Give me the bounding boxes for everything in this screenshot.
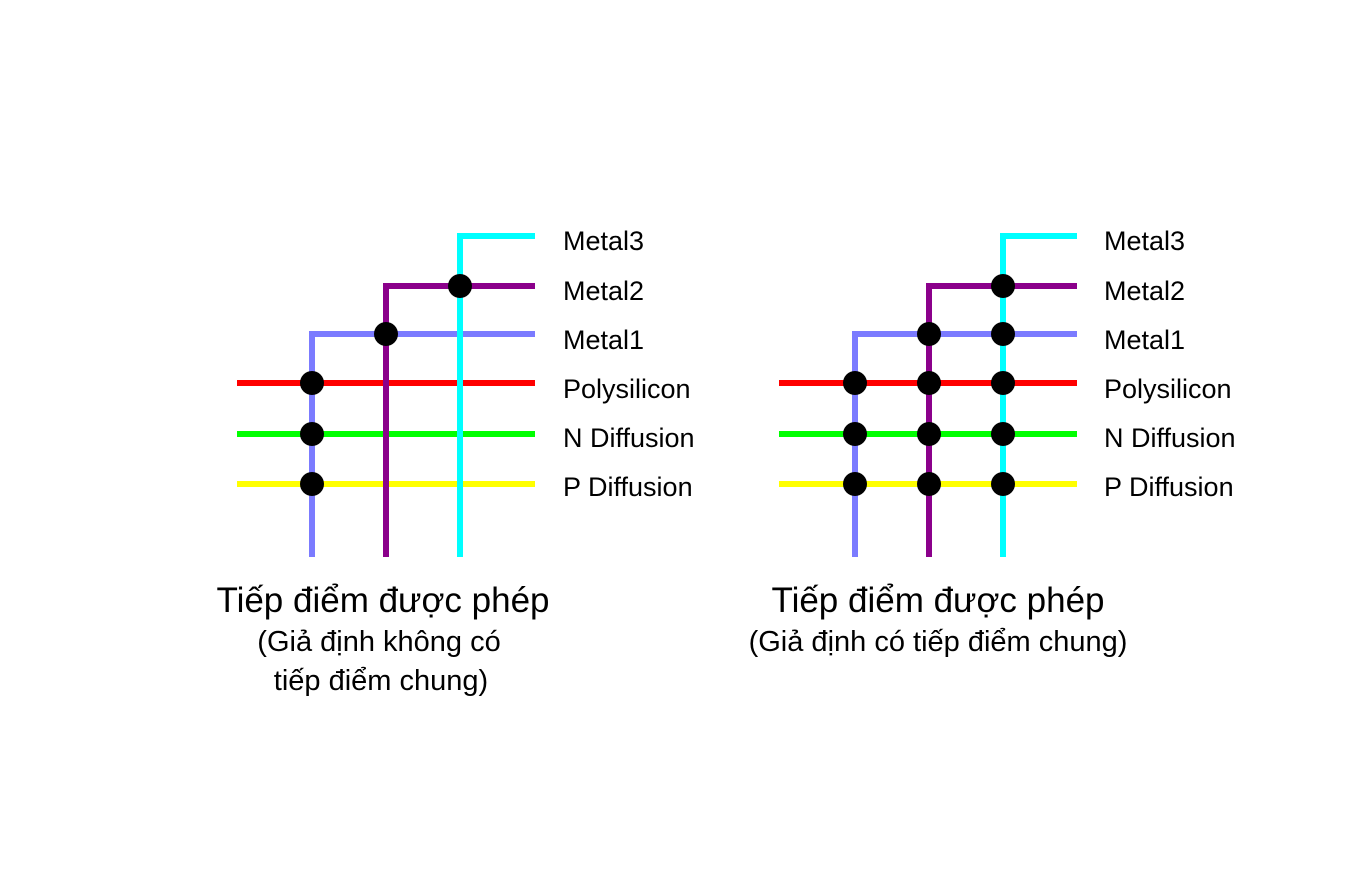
left-caption-title: Tiếp điểm được phép: [216, 581, 549, 620]
right-label-metal2: Metal2: [1104, 276, 1185, 306]
left-label-metal2: Metal2: [563, 276, 644, 306]
left-metal2-wire: [383, 283, 535, 557]
right-label-polysilicon: Polysilicon: [1104, 374, 1232, 404]
diagram-shared-contacts: Metal3 Metal2 Metal1 Polysilicon N Diffu…: [749, 226, 1236, 658]
right-label-p-diffusion: P Diffusion: [1104, 472, 1234, 502]
right-contact-metal2-p-diffusion: [917, 472, 941, 496]
right-contact-metal2-polysilicon: [917, 371, 941, 395]
left-label-metal3: Metal3: [563, 226, 644, 256]
diagram-no-shared-contacts: Metal3 Metal2 Metal1 Polysilicon N Diffu…: [216, 226, 694, 697]
left-contact-metal1-n-diffusion: [300, 422, 324, 446]
right-contact-metal3-metal1: [991, 322, 1015, 346]
left-label-p-diffusion: P Diffusion: [563, 472, 693, 502]
right-contact-metal1-p-diffusion: [843, 472, 867, 496]
left-contact-metal1-p-diffusion: [300, 472, 324, 496]
right-contact-metal3-metal2: [991, 274, 1015, 298]
left-contact-metal1-polysilicon: [300, 371, 324, 395]
right-contact-metal3-polysilicon: [991, 371, 1015, 395]
right-label-metal1: Metal1: [1104, 325, 1185, 355]
right-contact-metal1-n-diffusion: [843, 422, 867, 446]
right-metal3-wire: [1000, 233, 1077, 557]
right-contact-metal2-n-diffusion: [917, 422, 941, 446]
left-metal1-wire: [309, 331, 535, 557]
left-caption-subtitle-line-2: tiếp điểm chung): [274, 665, 488, 697]
right-metal1-wire: [852, 331, 1077, 557]
right-metal2-wire: [926, 283, 1077, 557]
left-label-polysilicon: Polysilicon: [563, 374, 691, 404]
right-label-n-diffusion: N Diffusion: [1104, 423, 1236, 453]
right-contact-metal1-polysilicon: [843, 371, 867, 395]
left-metal3-wire: [457, 233, 535, 557]
left-contact-metal2-metal3: [448, 274, 472, 298]
right-label-metal3: Metal3: [1104, 226, 1185, 256]
left-contact-metal1-metal2: [374, 322, 398, 346]
right-caption-subtitle-line-1: (Giả định có tiếp điểm chung): [749, 626, 1128, 658]
left-caption-subtitle-line-1: (Giả định không có: [257, 626, 500, 658]
left-label-metal1: Metal1: [563, 325, 644, 355]
right-contact-metal3-n-diffusion: [991, 422, 1015, 446]
right-caption-title: Tiếp điểm được phép: [771, 581, 1104, 620]
right-contact-metal2-metal1: [917, 322, 941, 346]
right-contact-metal3-p-diffusion: [991, 472, 1015, 496]
left-label-n-diffusion: N Diffusion: [563, 423, 695, 453]
